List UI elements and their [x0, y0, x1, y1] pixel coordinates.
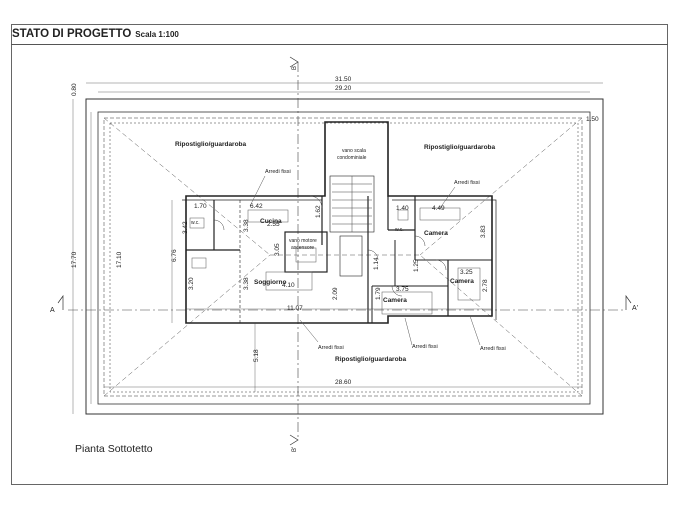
dim-31-50: 31.50 — [335, 76, 352, 83]
dim-3-38-a: 3.38 — [243, 219, 250, 232]
note-leaders — [249, 175, 481, 346]
room-cucina: Cucina — [260, 218, 282, 225]
dim-0-80: 0.80 — [71, 83, 78, 96]
dim-3-83: 3.83 — [480, 225, 487, 238]
dim-4-10: 4.10 — [282, 282, 295, 289]
section-a-left: A — [50, 307, 55, 314]
dimension-values: 31.50 29.20 1.50 28.60 6.42 1.70 2.55 4.… — [194, 76, 599, 386]
dim-6-76: 6.76 — [171, 249, 178, 262]
dim-3-38-b: 3.38 — [243, 277, 250, 290]
room-soggiorno: Soggiorno — [254, 279, 287, 286]
section-lines — [68, 62, 625, 440]
room-vano-motore: vano motore — [289, 238, 317, 244]
dim-1-50: 1.50 — [586, 116, 599, 123]
section-b-top: B — [292, 66, 298, 70]
scale-text: Scala 1:100 — [135, 30, 179, 39]
dim-3-75: 3.75 — [396, 286, 409, 293]
dim-1-62: 1.62 — [315, 205, 322, 218]
dim-17-70: 17.70 — [71, 251, 78, 268]
vertical-dimension-values: 0.80 17.70 17.10 6.76 3.42 3.20 3.38 3.3… — [71, 83, 489, 362]
title-text: STATO DI PROGETTO — [12, 28, 132, 40]
note-arredi-5: Arredi fissi — [480, 346, 506, 352]
room-camera-2: Camera — [450, 278, 474, 285]
stair-treads — [332, 176, 372, 232]
dim-3-42: 3.42 — [182, 221, 189, 234]
dim-3-20: 3.20 — [188, 277, 195, 290]
dimension-lines — [72, 82, 603, 414]
note-arredi-3: Arredi fissi — [318, 345, 344, 351]
dim-1-79: 1.79 — [375, 287, 382, 300]
room-wc-right: w.c. — [395, 227, 404, 233]
dim-11-07: 11.07 — [287, 305, 303, 312]
room-camera-1: Camera — [424, 230, 448, 237]
room-wc-left: w.c. — [191, 220, 200, 226]
dim-28-60: 28.60 — [335, 379, 352, 386]
room-ripostiglio-right: Ripostiglio/guardaroba — [424, 144, 496, 151]
dim-2-55: 2.55 — [267, 221, 280, 228]
plan-title: Pianta Sottotetto — [75, 443, 153, 455]
section-b-bottom: B' — [292, 447, 298, 452]
section-a-right: A' — [632, 305, 638, 312]
dim-29-20: 29.20 — [335, 85, 352, 92]
room-vano-scala: vano scala — [342, 148, 366, 154]
sheet-frame — [11, 24, 668, 485]
room-camera-3: Camera — [383, 297, 407, 304]
small-room-labels: vano scala condominiale w.c. w.c. vano m… — [191, 148, 404, 251]
furniture-notes: Arredi fissi Arredi fissi Arredi fissi A… — [265, 169, 506, 352]
room-labels: Ripostiglio/guardaroba Ripostiglio/guard… — [175, 141, 496, 363]
fixed-furniture — [189, 207, 481, 315]
dim-3-05: 3.05 — [274, 243, 281, 256]
room-ascensore: ascensore — [291, 245, 314, 251]
dim-1-14: 1.14 — [373, 257, 380, 270]
dim-2-09: 2.09 — [332, 287, 339, 300]
dim-17-10: 17.10 — [116, 251, 123, 268]
dim-2-78: 2.78 — [482, 279, 489, 292]
title-bar — [11, 24, 668, 45]
roof-outlines — [85, 98, 604, 415]
dim-1-40: 1.40 — [396, 205, 409, 212]
room-ripostiglio-bottom: Ripostiglio/guardaroba — [335, 356, 407, 363]
door-swings — [213, 195, 447, 297]
dim-1-70: 1.70 — [194, 203, 207, 210]
dim-3-25: 3.25 — [460, 269, 473, 276]
room-condominiale: condominiale — [337, 155, 367, 161]
section-markers — [57, 56, 632, 446]
dim-6-42: 6.42 — [250, 203, 263, 210]
dim-5-18: 5.18 — [253, 349, 260, 362]
note-arredi-1: Arredi fissi — [265, 169, 291, 175]
dim-4-49: 4.49 — [432, 205, 445, 212]
note-arredi-2: Arredi fissi — [454, 180, 480, 186]
room-ripostiglio-left: Ripostiglio/guardaroba — [175, 141, 247, 148]
dwelling-walls — [182, 121, 497, 324]
dim-1-25: 1.25 — [413, 259, 420, 272]
note-arredi-4: Arredi fissi — [412, 344, 438, 350]
